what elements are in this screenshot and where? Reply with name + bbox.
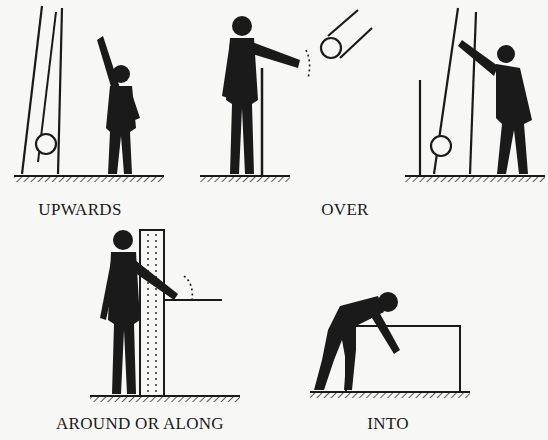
caption-label: INTO <box>367 414 409 434</box>
caption-label: OVER <box>321 200 368 220</box>
over-figure-2 <box>405 8 545 182</box>
into-figure <box>310 292 470 398</box>
over-figure <box>200 10 372 182</box>
caption-label: UPWARDS <box>38 200 121 220</box>
caption-label: AROUND OR ALONG <box>56 414 224 434</box>
around-figure <box>90 230 240 402</box>
upwards-figure <box>14 6 164 182</box>
